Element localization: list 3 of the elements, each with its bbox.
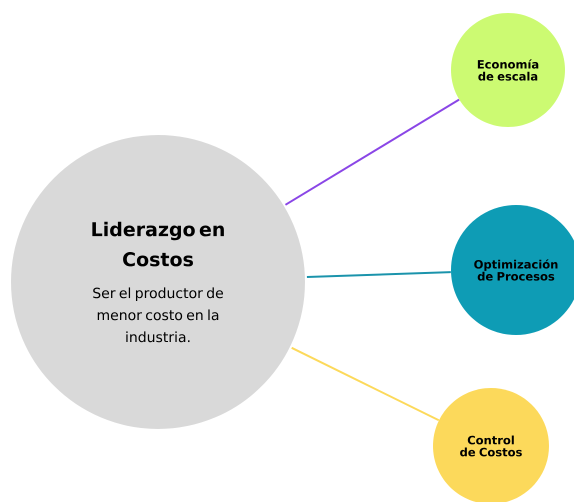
- connector-line: [306, 271, 451, 278]
- connector-line: [284, 98, 460, 206]
- connector-line: [291, 346, 440, 422]
